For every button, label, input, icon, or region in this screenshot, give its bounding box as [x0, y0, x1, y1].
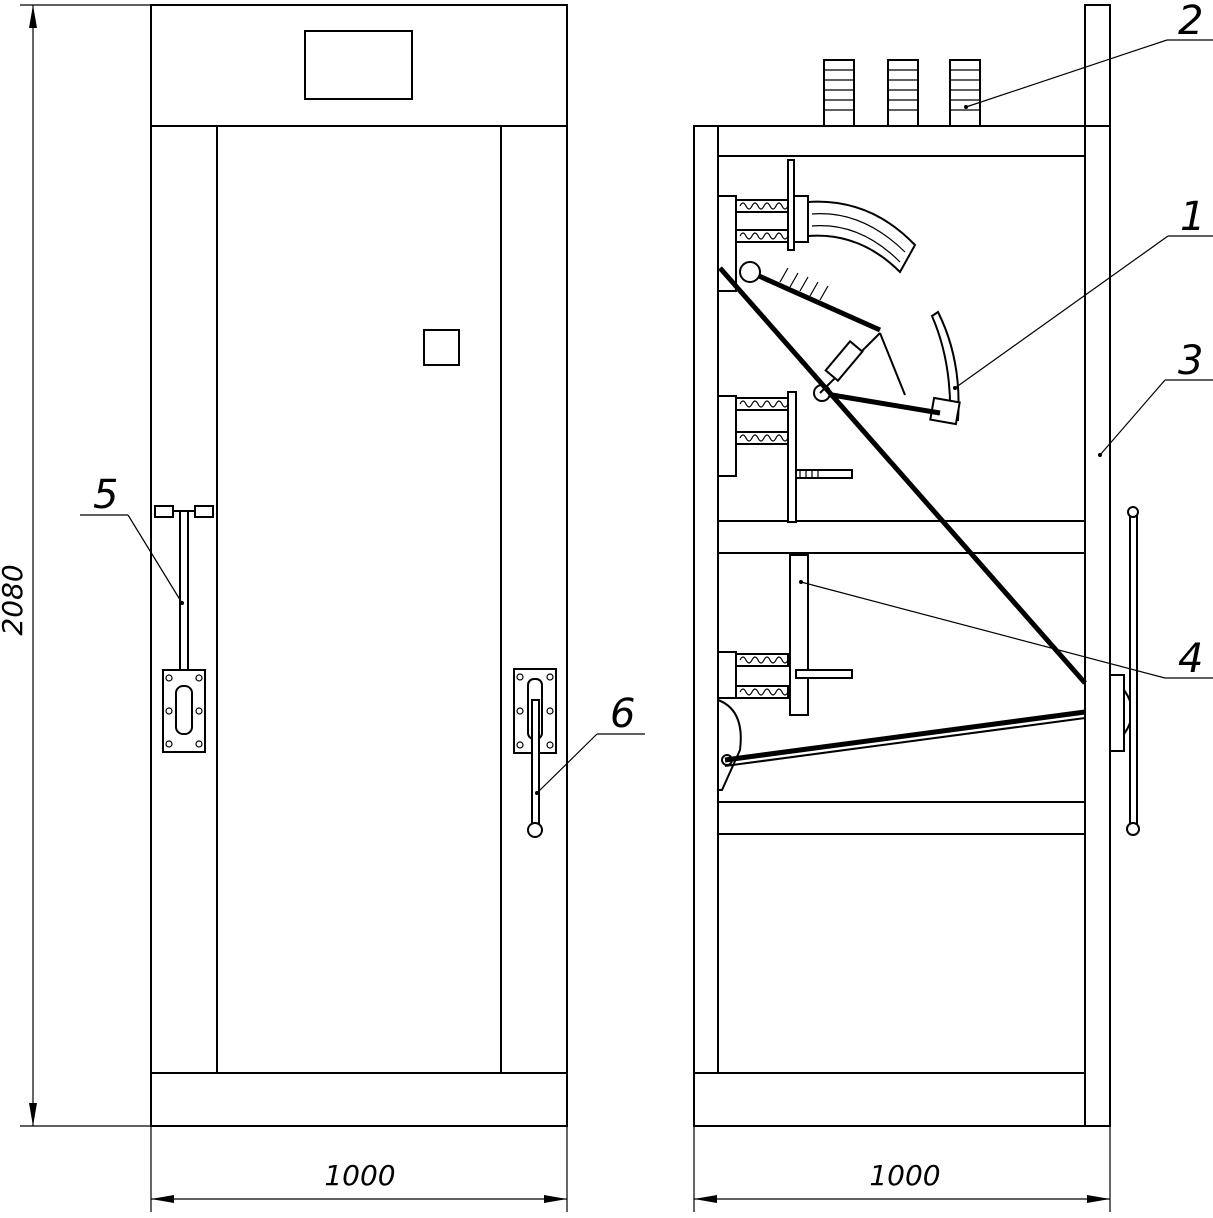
arc-chute [807, 200, 917, 274]
callout-2: 2 [964, 0, 1213, 109]
side-width-dimension: 1000 [693, 1126, 1111, 1212]
front-instrument-window [304, 30, 413, 100]
side-door-panel-3 [1084, 4, 1111, 1127]
insulated-drive-rod [739, 261, 906, 396]
drive-handle-5 [154, 505, 214, 753]
callout-5: 5 [80, 472, 184, 605]
front-width-label: 1000 [324, 1159, 395, 1192]
door-handwheel [1109, 506, 1140, 836]
height-dimension-label: 2080 [0, 564, 29, 635]
callout-4: 4 [799, 580, 1213, 682]
lower-shelf [717, 801, 1086, 835]
middle-insulators [717, 391, 853, 523]
upper-insulators [717, 159, 809, 292]
side-width-label: 1000 [869, 1159, 940, 1192]
front-view: 2080 1000 5 6 [0, 4, 645, 1212]
svg-text:4: 4 [1178, 636, 1203, 682]
front-inspection-window [423, 329, 460, 366]
side-view: 1000 1 2 3 4 [693, 0, 1213, 1212]
drive-mechanism [717, 698, 1086, 791]
height-dimension: 2080 [0, 4, 151, 1127]
svg-text:1: 1 [1180, 194, 1205, 240]
roof-bushings-2 [823, 59, 981, 127]
front-cabinet-outline [150, 4, 568, 1127]
front-width-dimension: 1000 [150, 1126, 568, 1212]
svg-text:5: 5 [93, 472, 118, 518]
upper-crossbar [717, 125, 1086, 157]
svg-text:6: 6 [610, 691, 635, 737]
callout-6: 6 [535, 691, 645, 795]
callout-3: 3 [1098, 338, 1213, 457]
lower-insulators [717, 554, 853, 716]
callout-1: 1 [953, 194, 1213, 390]
diagonal-drive-link [718, 266, 1087, 685]
svg-text:3: 3 [1178, 338, 1203, 384]
svg-text:2: 2 [1178, 0, 1203, 44]
middle-shelf [717, 520, 1086, 554]
drive-handle-6 [513, 668, 557, 838]
